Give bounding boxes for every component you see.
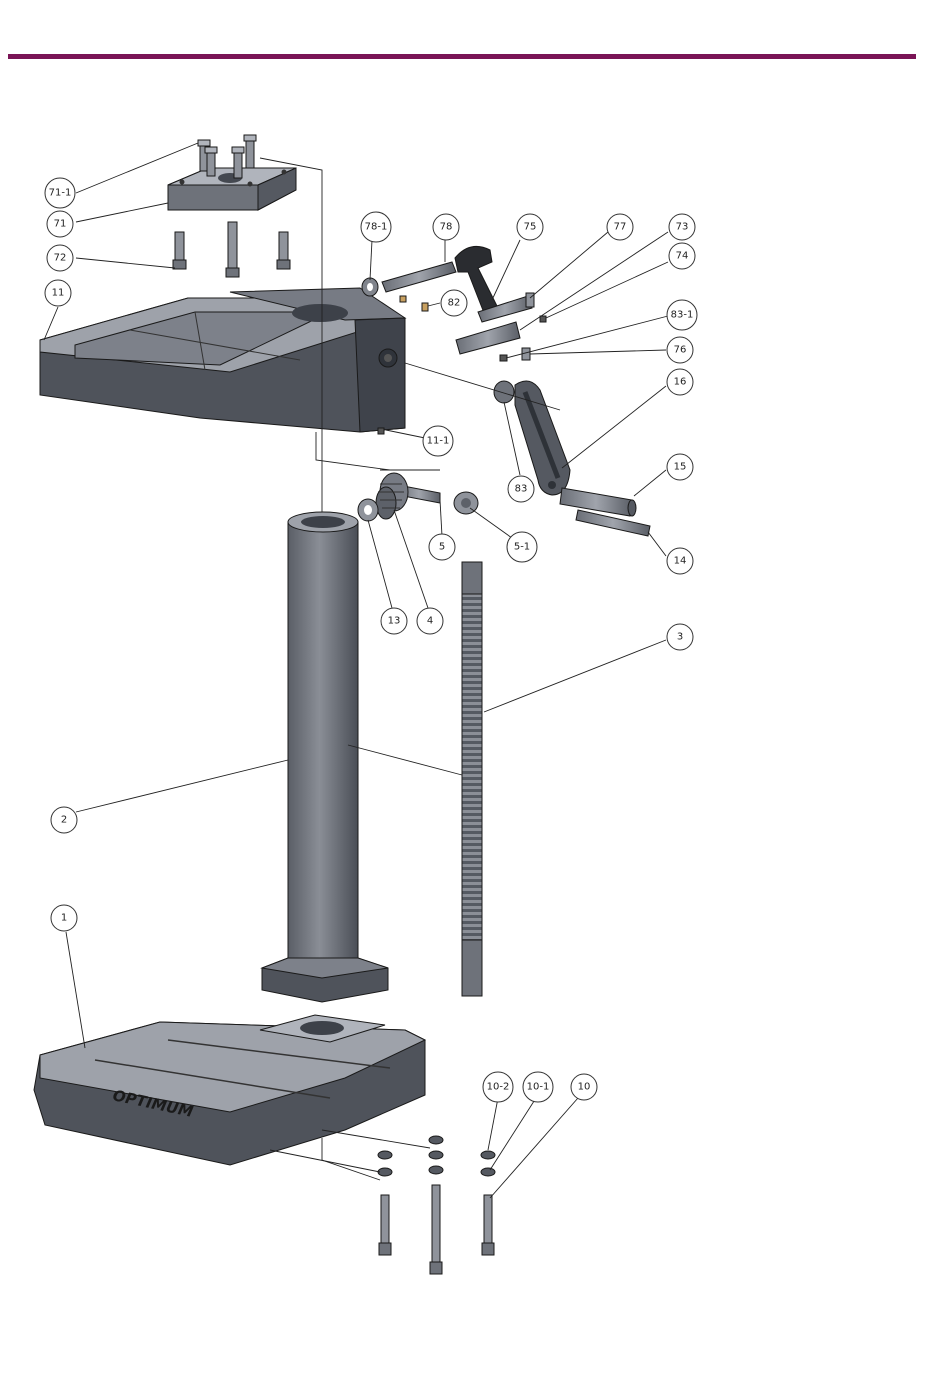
callout-label: 4 [427,616,433,627]
callout-83-1: 83-1 [667,300,697,330]
callout-label: 75 [524,222,537,233]
callout-11-1: 11-1 [423,426,453,456]
callout-16: 16 [667,369,693,395]
callout-75: 75 [517,214,543,240]
callout-label: 13 [388,616,401,627]
callout-2: 2 [51,807,77,833]
callout-5-1: 5-1 [507,532,537,562]
callout-label: 3 [677,632,683,643]
parts-layer: OPTIMUM [34,135,650,1274]
callout-10-1: 10-1 [523,1072,553,1102]
callout-label: 71 [54,219,67,230]
callout-label: 83-1 [671,310,694,321]
screws-72 [173,222,290,277]
callout-13: 13 [381,608,407,634]
callout-78: 78 [433,214,459,240]
callout-74: 74 [669,243,695,269]
callout-11: 11 [45,280,71,306]
callout-10-2: 10-2 [483,1072,513,1102]
callout-label: 78-1 [365,222,388,233]
callout-10: 10 [571,1074,597,1100]
callout-3: 3 [667,624,693,650]
callout-1: 1 [51,905,77,931]
callout-label: 77 [614,222,627,233]
part-82a [400,296,406,302]
callout-label: 15 [674,462,687,473]
table-bracket-11 [40,288,405,432]
callout-label: 83 [515,484,528,495]
callout-label: 1 [61,913,67,924]
callout-72: 72 [47,245,73,271]
crank-arm-16 [494,381,570,495]
callout-83: 83 [508,476,534,502]
callout-5: 5 [429,534,455,560]
callout-77: 77 [607,214,633,240]
pin-14 [576,510,650,536]
shaft-73 [456,322,520,354]
sleeve-15 [560,488,632,516]
callout-label: 11 [52,288,65,299]
callout-label: 10-2 [487,1082,510,1093]
callout-15: 15 [667,454,693,480]
callout-73: 73 [669,214,695,240]
base-1: OPTIMUM [34,1015,425,1165]
part-82b [422,303,428,311]
base-bolts-10 [378,1136,495,1274]
callout-label: 72 [54,253,67,264]
callout-label: 78 [440,222,453,233]
rack-3 [462,562,482,996]
callout-82: 82 [441,290,467,316]
part-11-1 [378,428,384,434]
callout-label: 71-1 [49,188,72,199]
callout-label: 2 [61,815,67,826]
part-83-1 [500,355,507,361]
callout-label: 14 [674,556,687,567]
shaft-78 [382,262,456,292]
flange-plate-71 [168,168,296,210]
callout-label: 76 [674,345,687,356]
callout-4: 4 [417,608,443,634]
callout-78-1: 78-1 [361,212,391,242]
callout-71-1: 71-1 [45,178,75,208]
callout-label: 5-1 [514,542,530,553]
callout-label: 10-1 [527,1082,550,1093]
callout-label: 11-1 [427,436,450,447]
callout-label: 16 [674,377,687,388]
callout-71: 71 [47,211,73,237]
gear-shaft-assembly [358,473,478,521]
column-2 [262,512,388,1002]
part-74 [540,316,546,322]
callout-label: 82 [448,298,461,309]
callout-label: 5 [439,542,445,553]
callout-label: 73 [676,222,689,233]
callout-label: 10 [578,1082,591,1093]
callout-14: 14 [667,548,693,574]
callout-76: 76 [667,337,693,363]
callout-label: 74 [676,251,689,262]
